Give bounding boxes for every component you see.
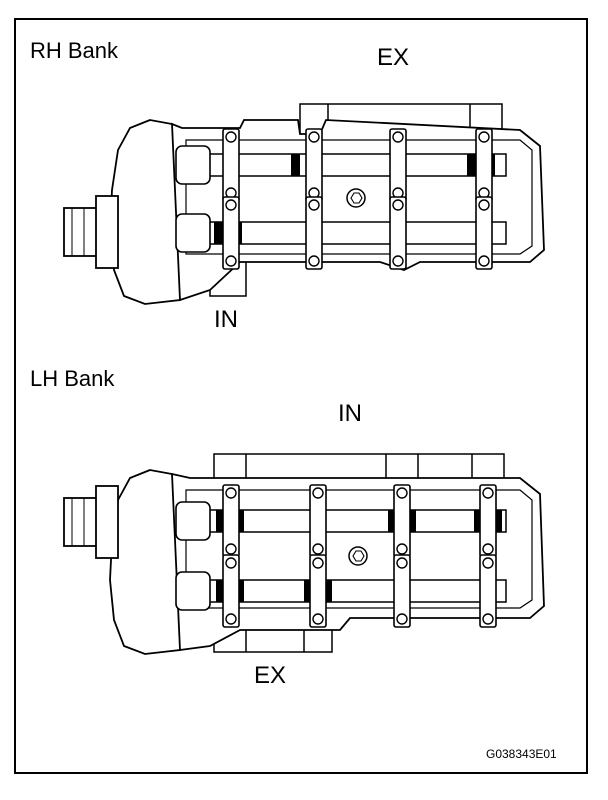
rh-pulley xyxy=(63,195,119,269)
lh-in-label: IN xyxy=(338,400,362,427)
lh-pulley xyxy=(63,485,119,559)
lh-bank-title: LH Bank xyxy=(30,366,115,391)
lh-ex-label: EX xyxy=(254,662,287,689)
figure-code: G038343E01 xyxy=(486,747,557,761)
rh-bank-drawing xyxy=(63,103,545,305)
rh-ex-label: EX xyxy=(377,44,410,71)
lh-bank-drawing xyxy=(63,453,545,655)
rh-bank-title: RH Bank xyxy=(30,38,119,63)
rh-in-label: IN xyxy=(214,306,238,333)
